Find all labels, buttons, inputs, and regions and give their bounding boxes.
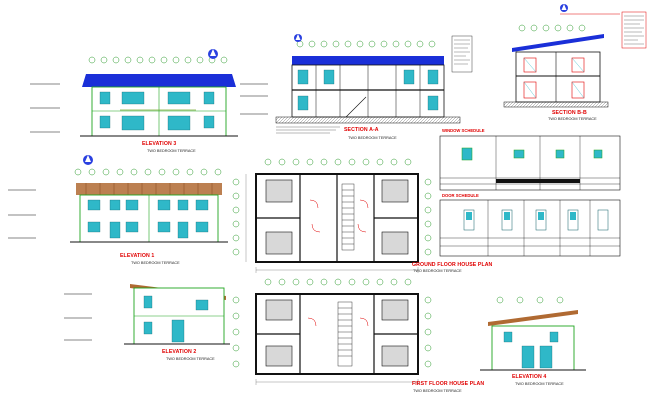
elevation-2-subtitle: TWO BEDROOM TERRACE: [166, 357, 215, 361]
elevation-4-subtitle: TWO BEDROOM TERRACE: [515, 382, 564, 386]
section-b-b-title: SECTION B-B: [552, 110, 587, 116]
first-floor-plan-drawing: [232, 278, 432, 385]
ground-floor-plan-subtitle: TWO BEDROOM TERRACE: [413, 269, 462, 273]
elevation-2-title: ELEVATION 2: [162, 349, 197, 355]
elevation-1-subtitle: TWO BEDROOM TERRACE: [131, 261, 180, 265]
door-schedule-title: DOOR SCHEDULE: [442, 193, 479, 198]
elevation-1-drawing: [8, 168, 228, 243]
section-a-a-subtitle: TWO BEDROOM TERRACE: [348, 136, 397, 140]
elevation-2-drawing: [64, 284, 230, 345]
window-schedule-title: WINDOW SCHEDULE: [442, 128, 485, 133]
north-arrow-icon: [83, 155, 93, 165]
elevation-3-subtitle: TWO BEDROOM TERRACE: [147, 149, 196, 153]
elevation-4-title: ELEVATION 4: [512, 374, 547, 380]
elevation-4-drawing: [480, 296, 586, 371]
elevation-3-drawing: [30, 56, 238, 137]
first-floor-plan-subtitle: TWO BEDROOM TERRACE: [413, 389, 462, 393]
door-schedule-table: [439, 199, 621, 257]
elevation-1-title: ELEVATION 1: [120, 253, 155, 259]
north-arrow-icon: [560, 4, 568, 12]
ground-floor-plan-drawing: [232, 158, 432, 273]
section-b-b-drawing: [503, 11, 647, 108]
first-floor-plan-title: FIRST FLOOR HOUSE PLAN: [412, 381, 485, 387]
section-a-a-title: SECTION A-A: [344, 127, 379, 133]
window-schedule-table: [439, 135, 621, 191]
north-arrow-icon: [294, 34, 302, 42]
section-b-b-subtitle: TWO BEDROOM TERRACE: [548, 117, 597, 121]
ground-floor-plan-title: GROUND FLOOR HOUSE PLAN: [412, 262, 493, 268]
elevation-3-title: ELEVATION 3: [142, 141, 177, 147]
section-a-a-drawing: [240, 35, 473, 134]
north-arrow-icon: [208, 49, 218, 59]
